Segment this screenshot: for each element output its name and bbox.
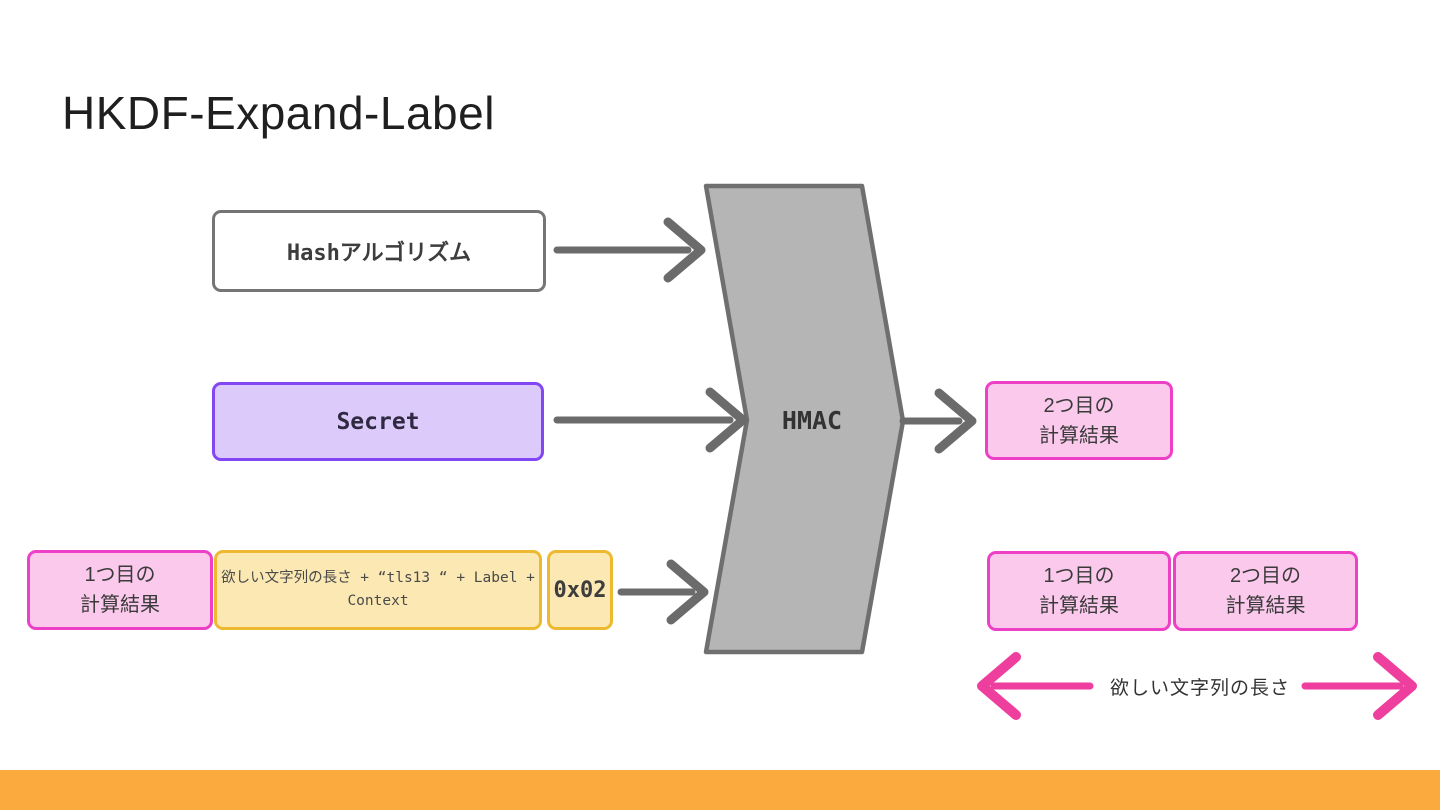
second-result-line1: 2つ目の	[1043, 394, 1115, 417]
hash-algorithm-box: Hashアルゴリズム	[212, 210, 546, 292]
arrow-message-to-hmac	[617, 559, 709, 625]
secret-label: Secret	[336, 408, 420, 435]
first-result-box-left: 1つ目の 計算結果	[27, 550, 213, 630]
hkdf-info-line2: Context	[347, 593, 409, 609]
hmac-chevron-shape	[703, 183, 906, 655]
prefix-0x02-box: 0x02	[547, 550, 613, 630]
hkdf-info-line1: 欲しい文字列の長さ + “tls13 “ + Label +	[221, 569, 535, 586]
desired-length-arrow-right	[1301, 652, 1417, 720]
arrow-secret-to-hmac	[553, 387, 748, 453]
arrow-hash-to-hmac	[553, 217, 706, 283]
first-result-bottom-line2: 計算結果	[1039, 595, 1119, 617]
second-result-box: 2つ目の 計算結果	[985, 381, 1173, 460]
desired-length-arrow-left	[977, 652, 1094, 720]
hash-algorithm-label: Hashアルゴリズム	[286, 241, 472, 266]
first-result-line1: 1つ目の	[84, 564, 156, 586]
second-result-bottom-line1: 2つ目の	[1229, 565, 1302, 587]
first-result-box-bottom: 1つ目の 計算結果	[987, 551, 1171, 631]
prefix-0x02-label: 0x02	[553, 577, 607, 603]
arrow-hmac-to-result	[899, 388, 977, 454]
second-result-box-bottom: 2つ目の 計算結果	[1173, 551, 1358, 631]
secret-box: Secret	[212, 382, 544, 461]
second-result-bottom-line2: 計算結果	[1225, 595, 1306, 617]
footer-accent-bar	[0, 770, 1440, 810]
hkdf-info-box: 欲しい文字列の長さ + “tls13 “ + Label + Context	[214, 550, 542, 630]
hmac-label: HMAC	[782, 406, 842, 435]
second-result-line2: 計算結果	[1039, 424, 1119, 447]
page-title: HKDF-Expand-Label	[62, 87, 495, 139]
first-result-bottom-line1: 1つ目の	[1043, 565, 1115, 587]
desired-length-caption: 欲しい文字列の長さ	[1109, 678, 1290, 699]
first-result-line2: 計算結果	[80, 594, 160, 616]
